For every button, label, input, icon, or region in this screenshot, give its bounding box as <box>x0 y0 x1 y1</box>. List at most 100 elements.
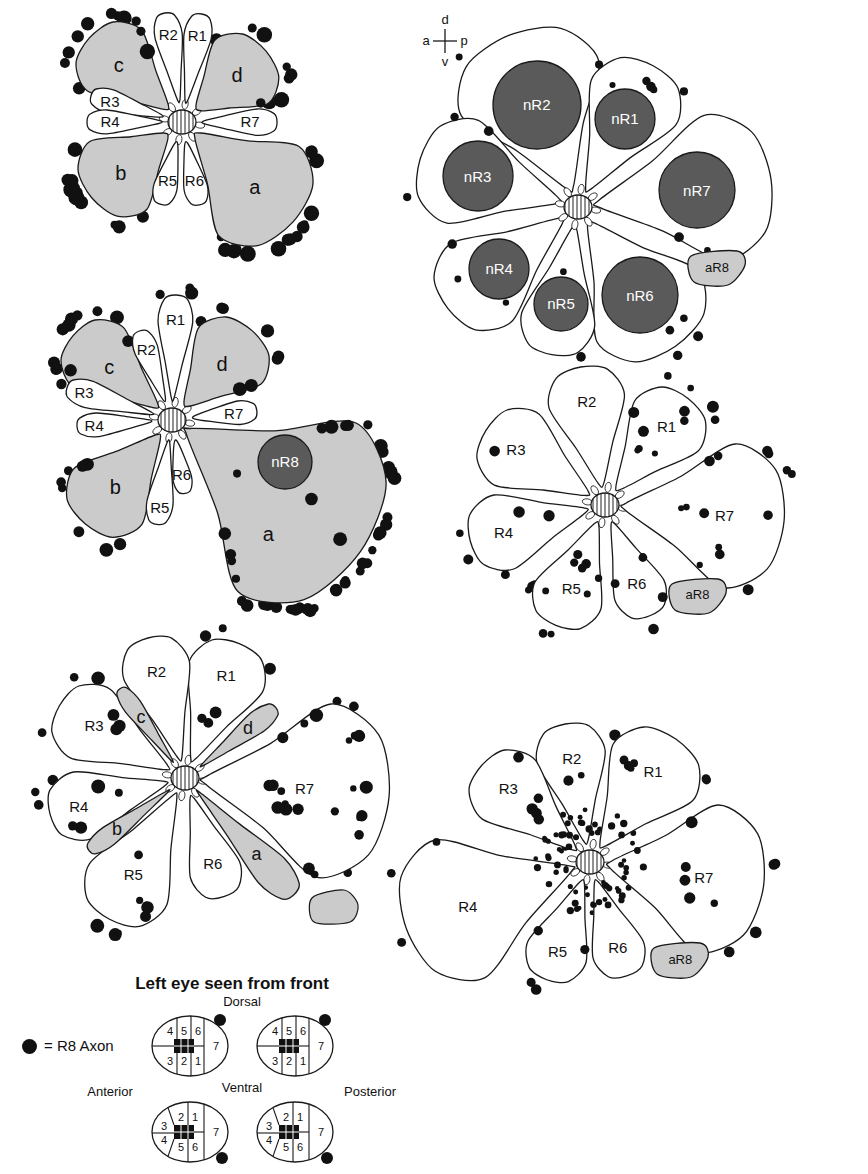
r8-axon-dot <box>490 446 501 457</box>
label-holder: nR8 <box>271 453 299 470</box>
r8-axon-dot <box>564 868 569 873</box>
r8-axon-dot <box>90 919 104 933</box>
label-holder: R3 <box>499 780 518 797</box>
r8-axon-dot <box>63 46 75 58</box>
cell-label: R2 <box>562 750 581 767</box>
r8-axon-dot <box>293 605 302 614</box>
cell-label: R2 <box>159 26 178 43</box>
label-holder: R4 <box>100 113 119 130</box>
cell-shape <box>71 407 156 443</box>
r8-axon-dot <box>543 837 549 843</box>
gray-cell: d <box>196 698 284 772</box>
r8-axon-dot <box>70 673 79 682</box>
r8-axon-dot <box>245 379 258 392</box>
label-holder: c <box>114 54 124 77</box>
r8-axon-dot <box>397 938 406 947</box>
segment-divider <box>190 1053 191 1076</box>
cell-label: R5 <box>124 866 143 883</box>
r8-axon-dot <box>115 789 123 797</box>
label-holder: nR4 <box>485 260 513 277</box>
ommatidium-schematic <box>257 1102 333 1162</box>
rhabdomere-outline <box>595 89 655 149</box>
r8-axon-dot <box>350 785 356 791</box>
r8-axon-dot <box>73 526 84 537</box>
cell-outlines <box>416 27 772 362</box>
segment-number: 1 <box>192 1111 198 1124</box>
cell-label: R4 <box>458 898 477 915</box>
label-holder: R5 <box>158 172 177 189</box>
gray-cell-fragment <box>309 890 358 924</box>
label-holder: 6 <box>300 1025 306 1038</box>
r8-axon-dot <box>272 353 284 365</box>
r8-axon-dot <box>131 16 140 25</box>
cell-outline <box>87 789 170 853</box>
cell-outline <box>153 142 178 205</box>
r8-axon-dot <box>81 17 94 30</box>
segment-divider <box>168 1139 174 1156</box>
label-holder: 3 <box>161 1120 167 1133</box>
segment-divider <box>281 1053 282 1074</box>
rhabdom-centers <box>149 99 628 885</box>
rhabdom <box>576 850 604 874</box>
legend-title: Left eye seen from front <box>135 974 329 994</box>
r8-axon-dot <box>31 788 39 796</box>
r8-axon-dot <box>72 310 82 320</box>
label-holder: R7 <box>224 405 243 422</box>
label-holder: Ventral <box>222 1081 262 1096</box>
schematic-outline <box>257 1016 333 1076</box>
r8-axon-dot <box>611 580 620 589</box>
r8-axon-dot <box>277 732 288 743</box>
rhabdomere-tip <box>577 184 585 195</box>
rhabdom <box>158 408 186 432</box>
label-holder: 6 <box>192 1141 198 1154</box>
label-holder: 4 <box>161 1134 167 1147</box>
cell-shape <box>178 8 217 107</box>
label-holder: R1 <box>643 763 662 780</box>
r8-axon-dot <box>584 591 591 598</box>
cell-label: nR2 <box>523 96 551 113</box>
ommatidium-schematic <box>257 1016 333 1076</box>
r8-axon-dot <box>680 315 688 323</box>
label-holder: R1 <box>657 418 676 435</box>
cell-label: R3 <box>506 441 525 458</box>
r8-axon-dot <box>627 765 634 772</box>
schematic-core <box>279 1125 299 1139</box>
r8-axon-dot <box>362 558 372 568</box>
r8-axon-dot <box>319 1014 331 1026</box>
r8-axon-dot <box>233 382 247 396</box>
r8-axon-dot <box>570 559 578 567</box>
label-holder: nR6 <box>626 287 654 304</box>
cell-label: R5 <box>158 172 177 189</box>
r8-axon-dot <box>306 145 318 157</box>
segment-divider <box>299 1131 309 1132</box>
r8-axon-dot <box>693 331 703 341</box>
r8-axon-dot <box>136 27 145 36</box>
r8-axon-dot <box>257 27 273 43</box>
label-holder: 1 <box>192 1111 198 1124</box>
r8-axon-dot <box>595 60 603 68</box>
label-holder: 1 <box>195 1055 201 1068</box>
cell-outline <box>67 434 161 537</box>
photoreceptor-cell: R3 <box>61 374 158 421</box>
r8-axon-dot <box>628 407 639 418</box>
r8-axon-dot <box>567 832 574 839</box>
cell-label: R6 <box>203 855 222 872</box>
cell-shape <box>471 404 594 501</box>
label-holder: 5 <box>283 1141 289 1154</box>
cell-label: R1 <box>188 27 207 44</box>
label-holder: nR5 <box>547 295 575 312</box>
r8-axon-dot <box>535 866 539 870</box>
r8-axon-dot <box>135 851 144 860</box>
cell-label: aR8 <box>686 588 710 603</box>
cell-outline <box>593 880 646 978</box>
r8-axon-dot <box>678 505 684 511</box>
compass <box>433 29 457 53</box>
r8-axon-dots <box>31 8 796 995</box>
label-holder: a <box>249 176 260 199</box>
r8-axon-dot <box>616 888 622 894</box>
r8-axon-dot <box>114 538 126 550</box>
segment-divider <box>292 1139 293 1162</box>
r8-axon-dot <box>219 303 229 313</box>
cell-label: c <box>104 356 114 379</box>
